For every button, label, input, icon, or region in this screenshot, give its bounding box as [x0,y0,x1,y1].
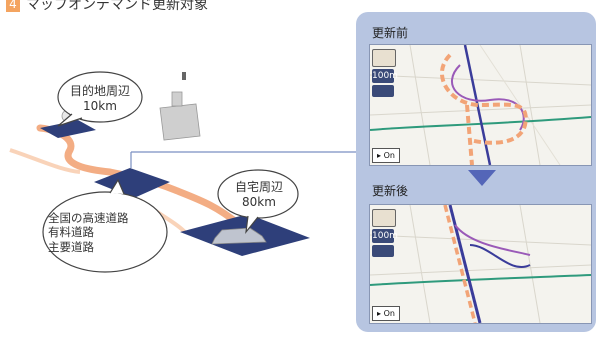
map-after: 100m ▸ On [369,204,592,324]
car-icon [211,227,267,245]
roads-label-highways: 全国の高速道路 [48,211,129,225]
map-on-label: On [383,151,395,160]
map-on-button[interactable]: ▸ On [372,148,400,163]
coverage-illustration [9,71,356,273]
destination-label: 目的地周辺 [69,84,130,98]
map-after-drawing [370,205,591,323]
map-on-label-after: On [383,309,395,318]
speech-bubble-destination [57,71,143,127]
roads-tile [94,168,170,198]
scale-button-after[interactable]: 100m [372,229,398,243]
roads-label-toll: 有料道路 [48,225,94,240]
after-label: 更新後 [372,184,409,198]
gas-station-icon [159,72,201,141]
before-label: 更新前 [372,26,409,40]
speech-bubble-roads [42,178,168,273]
roads-label-main: 主要道路 [48,239,94,254]
destination-radius: 10km [83,99,117,113]
map-menu-button[interactable] [372,85,394,97]
home-label: 自宅周辺 [234,180,283,194]
scale-button[interactable]: 100m [372,69,398,83]
home-radius: 80km [242,195,276,209]
roads-bubble-text: 全国の高速道路 有料道路 主要道路 [48,211,166,254]
destination-tile [40,120,96,138]
down-arrow-icon [468,170,496,186]
heading-number-badge: 4 [6,0,20,12]
compass-icon-after[interactable] [372,209,396,227]
map-on-button-after[interactable]: ▸ On [372,306,400,321]
compass-icon[interactable] [372,49,396,67]
map-menu-button-after[interactable] [372,245,394,257]
heading-title: マップオンデマンド更新対象 [26,0,208,13]
home-bubble-text: 自宅周辺 80km [222,180,296,210]
speech-bubble-home [217,169,299,235]
section-heading: 4 マップオンデマンド更新対象 [6,0,208,14]
map-before: 100m ▸ On [369,44,592,166]
map-before-drawing [370,45,591,165]
destination-bubble-text: 目的地周辺 10km [58,84,142,114]
